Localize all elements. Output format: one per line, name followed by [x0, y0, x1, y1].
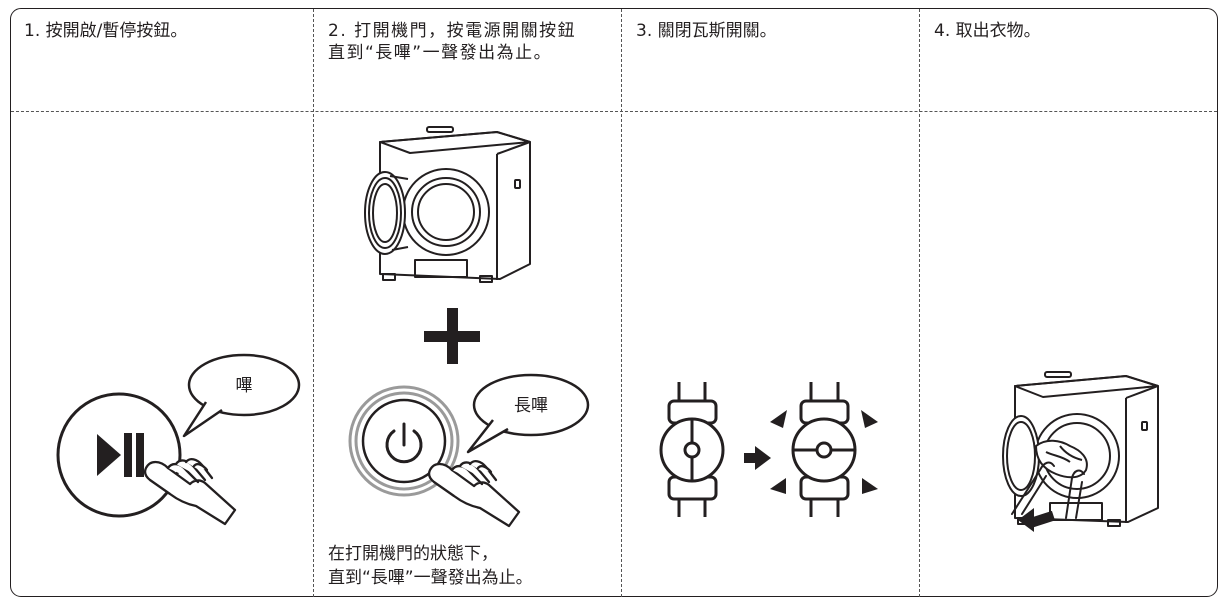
step-1-label: 1. 按開啟/暫停按鈕。	[24, 21, 188, 41]
plus-icon	[424, 308, 480, 364]
play-pause-button	[56, 392, 182, 518]
arrow-left-icon	[1018, 508, 1056, 532]
flash-mark	[770, 410, 878, 494]
dryer-unload	[1002, 371, 1159, 527]
bubble-text: 嗶	[236, 376, 253, 396]
valve-closed-icon	[659, 382, 725, 517]
arrow-right-icon	[744, 446, 771, 470]
valve-open-icon	[791, 382, 857, 517]
step-2-label: 2. 打開機門，按電源開關按鈕直到“長嗶”一聲發出為止。	[328, 21, 577, 63]
speech-bubble: 嗶	[182, 353, 301, 438]
step-4-label: 4. 取出衣物。	[934, 21, 1041, 41]
column-divider	[919, 9, 920, 597]
column-divider	[313, 9, 314, 597]
instruction-table	[10, 8, 1218, 597]
step-3-label: 3. 關閉瓦斯開關。	[636, 21, 777, 41]
play-pause-icon	[97, 433, 144, 477]
column-divider	[621, 9, 622, 597]
dryer-open-door	[364, 126, 531, 283]
power-icon	[385, 422, 423, 464]
hand-icon	[143, 458, 237, 526]
speech-bubble: 長嗶	[466, 373, 590, 454]
clothes-icon	[1035, 439, 1088, 479]
step-2-note: 在打開機門的狀態下， 直到“長嗶”一聲發出為止。	[328, 544, 533, 588]
hands-icon	[1011, 461, 1085, 519]
hand-icon	[427, 460, 521, 528]
bubble-text: 長嗶	[514, 396, 548, 416]
header-divider	[11, 111, 1217, 112]
